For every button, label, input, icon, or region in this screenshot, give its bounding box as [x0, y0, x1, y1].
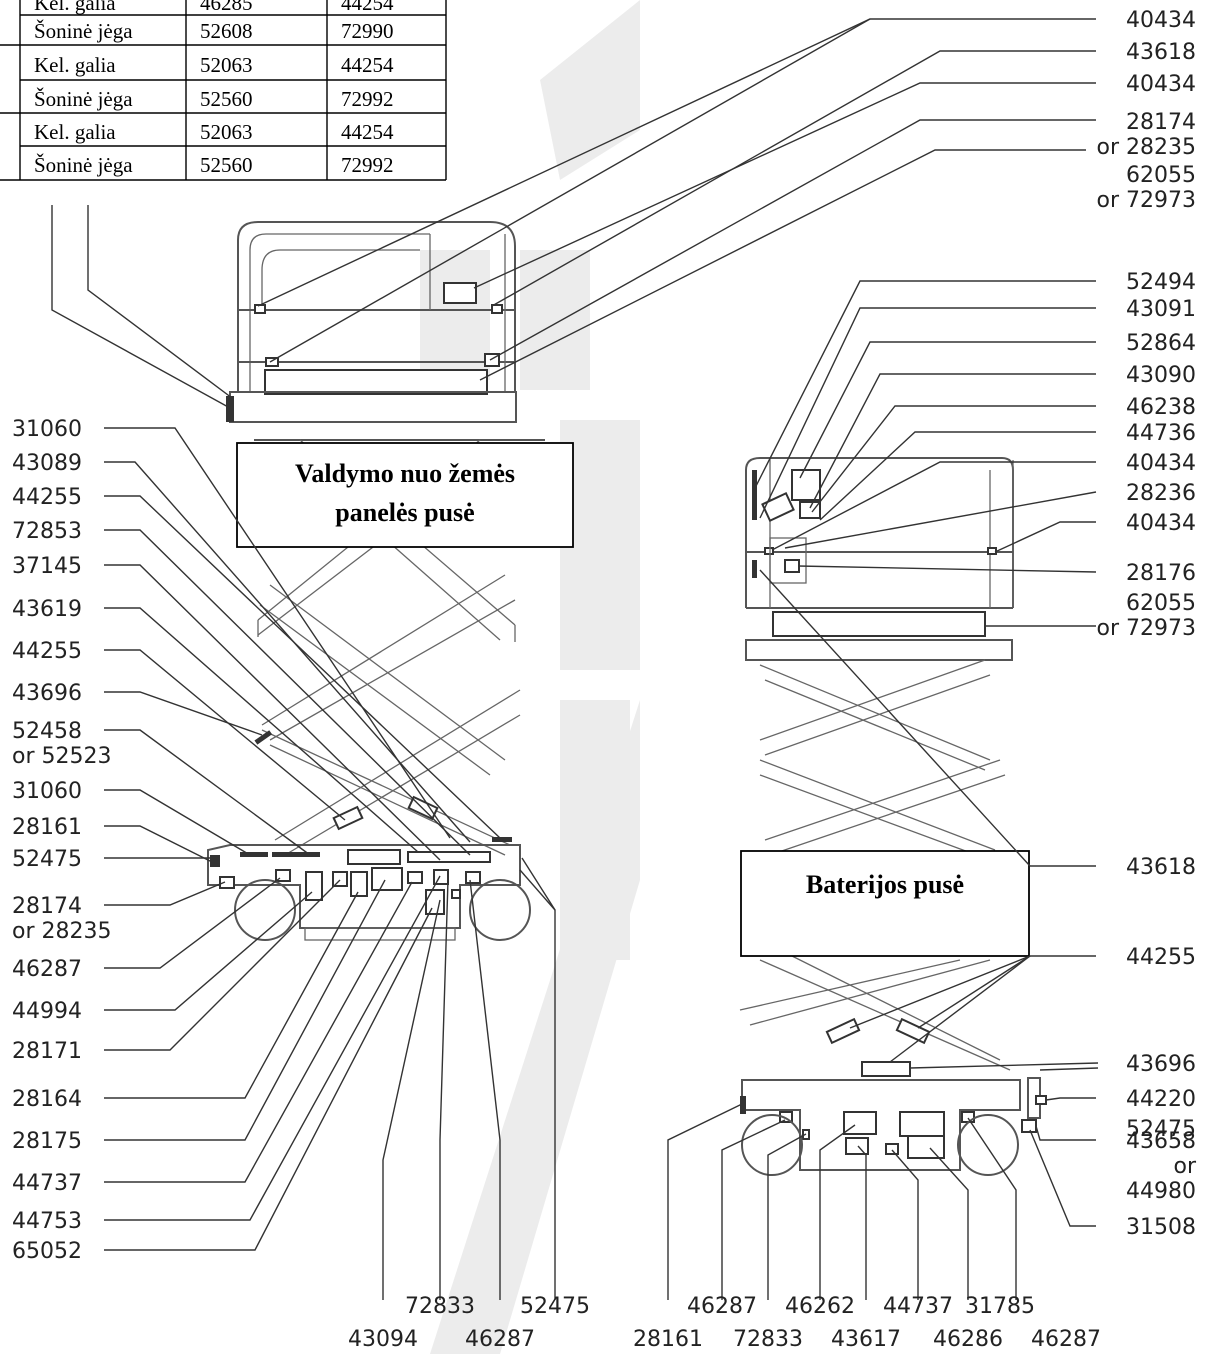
callout-left-14: 28174 — [12, 894, 82, 919]
table-row-3-col1: 52063 — [200, 53, 253, 77]
callout-bottom-lower-3: 28161 — [633, 1327, 703, 1352]
callout-top-right-5: or 28235 — [1097, 135, 1196, 160]
callout-right-lower-4: 52475 — [1126, 1117, 1196, 1142]
table-row-1-label: Kel. galia — [34, 0, 116, 15]
callout-right-upper-11: 62055 — [1126, 591, 1196, 616]
callout-top-right-3: 40434 — [1126, 72, 1196, 97]
table-row-5-col1: 52063 — [200, 120, 253, 144]
table-row-4-col1: 52560 — [200, 87, 253, 111]
table-row-5-label: Kel. galia — [34, 120, 116, 144]
callout-top-right-2: 43618 — [1126, 40, 1196, 65]
ground-control-title-line2: panelės pusė — [335, 498, 474, 527]
callout-left-22: 44753 — [12, 1209, 82, 1234]
battery-side-label: Baterijos pusė — [740, 850, 1030, 957]
callout-top-right-1: 40434 — [1126, 8, 1196, 33]
callout-right-upper-8: 28236 — [1126, 481, 1196, 506]
callout-top-right-4: 28174 — [1126, 110, 1196, 135]
table-row-2-col1: 52608 — [200, 19, 253, 43]
callout-right-lower-6: or — [1173, 1154, 1196, 1179]
callout-left-18: 28171 — [12, 1039, 82, 1064]
callout-top-right-6: 62055 — [1126, 163, 1196, 188]
callout-right-upper-3: 52864 — [1126, 331, 1196, 356]
callout-right-upper-9: 40434 — [1126, 511, 1196, 536]
callout-right-lower-5: 43658 — [1126, 1129, 1196, 1154]
callout-bottom-lower-2: 46287 — [465, 1327, 535, 1352]
callout-left-13: 52475 — [12, 847, 82, 872]
callout-right-lower-7: 44980 — [1126, 1179, 1196, 1204]
table-row-2-col2: 72990 — [341, 19, 394, 43]
table-row-1-col1: 46285 — [200, 0, 253, 15]
callout-right-upper-4: 43090 — [1126, 363, 1196, 388]
battery-side-lift-drawing — [739, 457, 1047, 1176]
table-row-6-col2: 72992 — [341, 153, 394, 177]
callout-left-8: 43696 — [12, 681, 82, 706]
callout-bottom-upper-1: 72833 — [405, 1294, 475, 1319]
table-row-5-col2: 44254 — [341, 120, 394, 144]
callout-bottom-upper-5: 44737 — [883, 1294, 953, 1319]
table-row-1-col2: 44254 — [341, 0, 394, 15]
callout-right-upper-2: 43091 — [1126, 297, 1196, 322]
callout-right-upper-5: 46238 — [1126, 395, 1196, 420]
table-row-6-label: Šoninė jėga — [34, 153, 133, 177]
callout-left-3: 44255 — [12, 485, 82, 510]
callout-left-19: 28164 — [12, 1087, 82, 1112]
callout-right-upper-10: 28176 — [1126, 561, 1196, 586]
table-row-3-label: Kel. galia — [34, 53, 116, 77]
table-row-3-col2: 44254 — [341, 53, 394, 77]
decal-40434-box — [443, 282, 477, 304]
callout-bottom-lower-1: 43094 — [348, 1327, 418, 1352]
callout-right-lower-3: 44220 — [1126, 1087, 1196, 1112]
callout-left-4: 72853 — [12, 519, 82, 544]
callout-right-upper-12: or 72973 — [1097, 616, 1196, 641]
callout-bottom-lower-7: 46287 — [1031, 1327, 1101, 1352]
callout-right-lower-8: 31508 — [1126, 1215, 1196, 1240]
callout-right-lower-2: 43696 — [1126, 1052, 1196, 1077]
callout-bottom-upper-6: 31785 — [965, 1294, 1035, 1319]
table-row-4-label: Šoninė jėga — [34, 87, 133, 111]
callout-bottom-upper-3: 46287 — [687, 1294, 757, 1319]
ground-side-lift-drawing — [207, 221, 545, 941]
callout-right-upper-1: 52494 — [1126, 270, 1196, 295]
callout-left-20: 28175 — [12, 1129, 82, 1154]
callout-top-right-7: or 72973 — [1097, 188, 1196, 213]
callout-bottom-lower-6: 46286 — [933, 1327, 1003, 1352]
callout-right-lower-1: 44255 — [1126, 945, 1196, 970]
table-row-6-col1: 52560 — [200, 153, 253, 177]
callout-left-10: or 52523 — [12, 744, 111, 769]
callout-left-6: 43619 — [12, 597, 82, 622]
callout-right-upper-7: 40434 — [1126, 451, 1196, 476]
ground-control-panel-label: Valdymo nuo žemės panelės pusė — [236, 442, 574, 548]
callout-left-16: 46287 — [12, 957, 82, 982]
battery-side-title: Baterijos pusė — [806, 870, 964, 899]
callout-left-11: 31060 — [12, 779, 82, 804]
callout-left-1: 31060 — [12, 417, 82, 442]
callout-left-2: 43089 — [12, 451, 82, 476]
leader-lines — [51, 18, 1099, 1300]
callout-left-5: 37145 — [12, 554, 82, 579]
callout-left-21: 44737 — [12, 1171, 82, 1196]
ground-control-title-line1: Valdymo nuo žemės — [295, 459, 515, 488]
callout-left-23: 65052 — [12, 1239, 82, 1264]
callout-bottom-lower-5: 43617 — [831, 1327, 901, 1352]
callout-left-15: or 28235 — [12, 919, 111, 944]
callout-left-12: 28161 — [12, 815, 82, 840]
table-row-4-col2: 72992 — [341, 87, 394, 111]
callout-right-upper-6: 44736 — [1126, 421, 1196, 446]
callout-left-7: 44255 — [12, 639, 82, 664]
decal-table: Kel. galia 46285 44254 Šoninė jėga 52608… — [0, 0, 447, 181]
callout-bottom-upper-4: 46262 — [785, 1294, 855, 1319]
watermark — [420, 0, 640, 1354]
callout-left-9: 52458 — [12, 719, 82, 744]
callout-right-upper-13: 43618 — [1126, 855, 1196, 880]
callout-bottom-lower-4: 72833 — [733, 1327, 803, 1352]
callout-left-17: 44994 — [12, 999, 82, 1024]
callout-bottom-upper-2: 52475 — [520, 1294, 590, 1319]
decal-62055-strip — [264, 369, 488, 395]
table-row-2-label: Šoninė jėga — [34, 19, 133, 43]
